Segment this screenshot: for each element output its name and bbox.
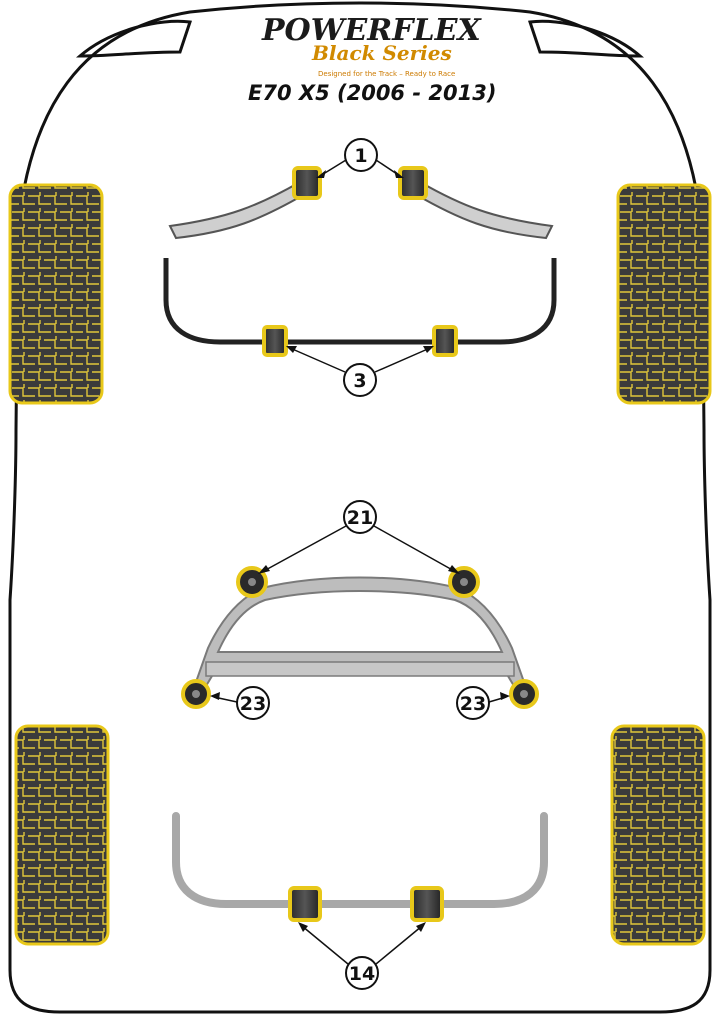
arrowhead-icon: [416, 922, 426, 932]
tyre-front-left: [8, 183, 104, 405]
arrowhead-icon: [448, 565, 460, 574]
bush-23-right: [509, 679, 539, 709]
callout-14-label: 14: [349, 963, 375, 985]
arrowhead-icon: [286, 346, 297, 353]
callout-21-circle: [343, 500, 377, 534]
bush-3-left: [262, 325, 288, 357]
left-front-arc: [75, 19, 192, 58]
tyre-rear-left: [14, 724, 110, 946]
rear-anti-roll-bar: [172, 812, 548, 908]
rear-subframe: [194, 576, 526, 688]
rear-subframe-crossbar: [205, 661, 515, 677]
callout-3-label: 3: [353, 370, 366, 392]
callout-14-arrow-right: [375, 925, 423, 965]
callout-23-left-circle: [236, 686, 270, 720]
front-link-arm-left: [168, 180, 307, 240]
callout-23-left-label: 23: [240, 693, 266, 715]
callout-21-arrow-left: [261, 525, 347, 573]
logo-tagline-text: Designed for the Track – Ready to Race: [318, 70, 455, 78]
callout-1-label: 1: [354, 145, 367, 167]
bush-14-right: [410, 886, 444, 922]
callout-1-circle: [344, 138, 378, 172]
vehicle-title: E70 X5 (2006 - 2013): [248, 81, 496, 105]
arrowhead-icon: [394, 170, 404, 178]
logo-series-text: Black Series: [311, 41, 452, 65]
arrowhead-icon: [500, 692, 510, 700]
callout-23-right-circle: [456, 686, 490, 720]
callout-14-arrow-left: [301, 925, 349, 965]
tyre-rear-right: [610, 724, 706, 946]
front-anti-roll-bar: [163, 258, 557, 345]
callout-23-right-label: 23: [460, 693, 486, 715]
callout-3-arrow-right: [374, 347, 431, 373]
callout-21-arrow-right: [373, 525, 457, 573]
arrowhead-icon: [210, 692, 220, 700]
bush-1-left: [292, 166, 322, 200]
arrowhead-icon: [298, 922, 308, 932]
arrowhead-icon: [258, 565, 270, 574]
callout-3-circle: [343, 363, 377, 397]
arrowhead-icon: [423, 346, 434, 353]
bush-23-left: [181, 679, 211, 709]
logo-brand-text: POWERFLEX: [261, 13, 482, 48]
front-link-arm-right: [413, 180, 554, 240]
arrowhead-icon: [316, 170, 326, 178]
powerflex-logo: POWERFLEX Black Series Designed for the …: [261, 13, 482, 78]
callout-21-label: 21: [347, 507, 373, 529]
bush-3-right: [432, 325, 458, 357]
bush-21-right: [448, 566, 480, 598]
tyre-front-right: [616, 183, 712, 405]
bush-14-left: [288, 886, 322, 922]
right-front-arc: [528, 19, 645, 58]
bush-21-left: [236, 566, 268, 598]
callout-14-circle: [345, 956, 379, 990]
callout-3-arrow-left: [289, 347, 346, 373]
bush-1-right: [398, 166, 428, 200]
